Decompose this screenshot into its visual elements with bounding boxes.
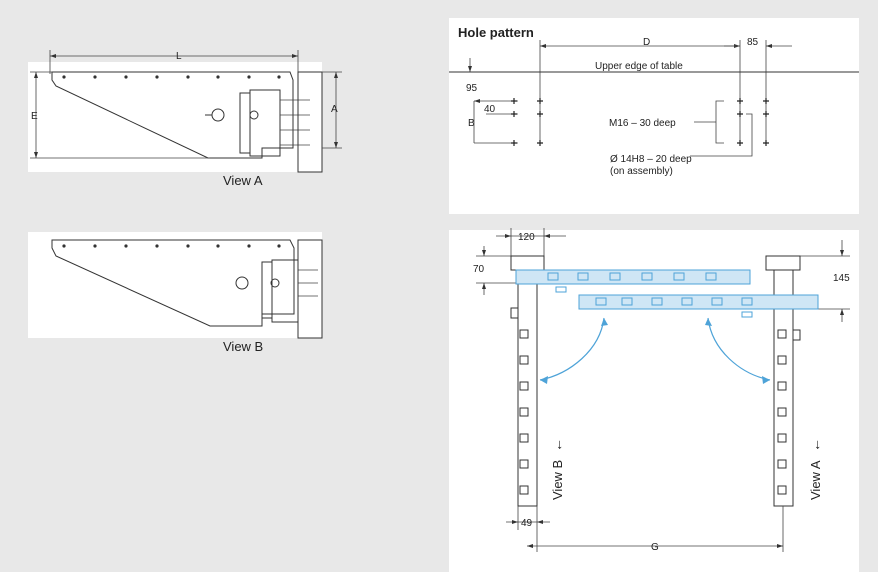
dim-d-label: D <box>643 37 650 48</box>
view-a-drawing: L <box>30 50 342 188</box>
assembly-note: (on assembly) <box>610 166 673 177</box>
right-column <box>765 255 801 507</box>
dim-b-label: B <box>468 118 475 129</box>
dim-70-label: 70 <box>473 264 485 275</box>
bracket-arm-stowed <box>515 269 751 293</box>
dim-49-label: 49 <box>521 518 533 529</box>
view-b-arrow-icon: ← <box>549 438 565 452</box>
hole-crosses <box>511 98 769 146</box>
plan-view-panel <box>449 230 859 572</box>
bracket-arm-swung <box>578 294 819 318</box>
view-b-plan-label: View B <box>550 460 565 500</box>
dim-l-label: L <box>176 51 182 62</box>
dim-g-label: G <box>651 542 659 553</box>
dim-95-label: 95 <box>466 83 478 94</box>
bracket-hole-row <box>62 75 281 79</box>
view-a-plan-label: View A <box>808 460 823 500</box>
hole-pattern-drawing: Hole pattern D 85 Upper edge of table 95… <box>449 25 859 177</box>
left-column <box>510 255 545 507</box>
view-a-title: View A <box>223 173 263 188</box>
view-a-arrow-icon: ← <box>807 438 823 452</box>
dim-a-label: A <box>331 104 338 115</box>
swing-arrow-left <box>539 317 608 384</box>
dim-120-label: 120 <box>518 232 535 243</box>
dim-40-label: 40 <box>484 104 496 115</box>
view-b-panel <box>28 232 322 338</box>
dim-85-label: 85 <box>747 37 759 48</box>
bracket-hole-row <box>62 244 281 248</box>
hole-pattern-title: Hole pattern <box>458 25 534 40</box>
plan-view-drawing: 120 70 145 <box>473 228 850 553</box>
keyhole-icon <box>235 276 280 290</box>
view-b-drawing: View B <box>51 239 323 354</box>
hole-note: Ø 14H8 – 20 deep <box>610 154 692 165</box>
dim-145-label: 145 <box>833 273 850 284</box>
hole-pattern-panel <box>449 18 859 214</box>
view-a-panel <box>28 62 322 172</box>
view-b-title: View B <box>223 339 263 354</box>
m16-note: M16 – 30 deep <box>609 118 676 129</box>
swing-arrow-right <box>705 317 771 384</box>
dim-e-label: E <box>31 111 38 122</box>
upper-edge-label: Upper edge of table <box>595 61 683 72</box>
